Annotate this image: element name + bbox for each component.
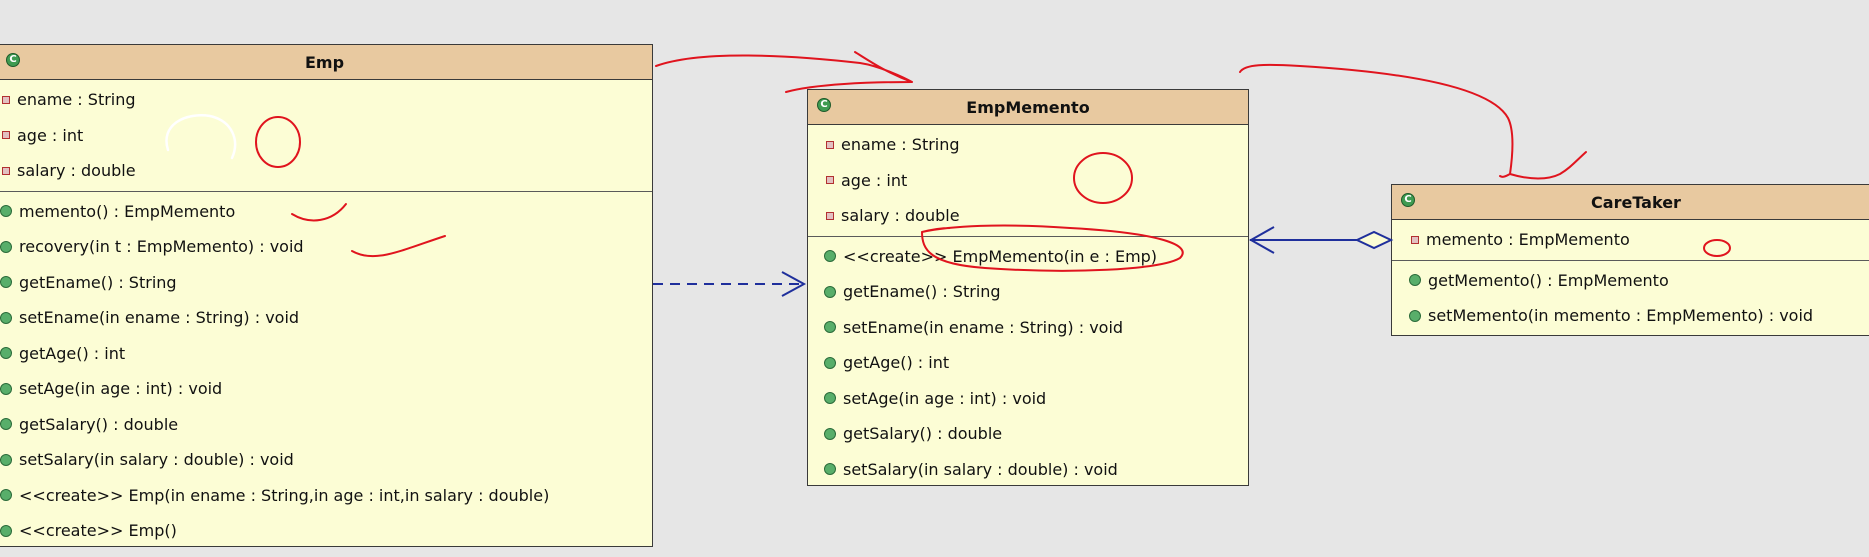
public-method-icon <box>1409 274 1421 287</box>
public-method-icon <box>824 392 836 405</box>
class-icon: C <box>6 53 20 67</box>
empmemento-class-header: C EmpMemento <box>808 90 1248 125</box>
public-method-icon <box>0 382 12 395</box>
empmemento-field-salary: salary : double <box>826 198 1248 234</box>
public-method-icon <box>824 321 836 334</box>
caretaker-methods: getMemento() : EmpMemento setMemento(in … <box>1392 261 1869 336</box>
emp-class-header: C Emp <box>0 45 652 80</box>
public-method-icon <box>824 285 836 298</box>
annotation-arrow-memento-to-caretaker <box>1239 63 1587 180</box>
emp-field-ename: ename : String <box>2 82 652 118</box>
caretaker-method-setmemento: setMemento(in memento : EmpMemento) : vo… <box>1409 298 1869 334</box>
private-field-icon <box>826 211 834 220</box>
public-method-icon <box>824 250 836 263</box>
empmemento-methods: <<create>> EmpMemento(in e : Emp) getEna… <box>808 237 1248 490</box>
caretaker-field-memento: memento : EmpMemento <box>1411 222 1869 258</box>
empmemento-method-getename: getEname() : String <box>824 274 1248 310</box>
public-method-icon <box>0 311 12 324</box>
empmemento-method-setage: setAge(in age : int) : void <box>824 381 1248 417</box>
emp-constructor-full: <<create>> Emp(in ename : String,in age … <box>0 478 652 514</box>
private-field-icon <box>826 176 834 185</box>
emp-method-recovery: recovery(in t : EmpMemento) : void <box>0 229 652 265</box>
public-method-icon <box>0 276 12 289</box>
private-field-icon <box>1411 235 1419 244</box>
class-icon: C <box>1401 193 1415 207</box>
private-field-icon <box>2 131 10 140</box>
dependency-arrow <box>653 271 807 297</box>
public-method-icon <box>0 205 12 218</box>
empmemento-constructor: <<create>> EmpMemento(in e : Emp) <box>824 239 1248 275</box>
public-method-icon <box>1409 309 1421 322</box>
empmemento-method-setename: setEname(in ename : String) : void <box>824 310 1248 346</box>
empmemento-method-setsalary: setSalary(in salary : double) : void <box>824 452 1248 488</box>
public-method-icon <box>824 427 836 440</box>
public-method-icon <box>824 356 836 369</box>
public-method-icon <box>824 463 836 476</box>
private-field-icon <box>2 166 10 175</box>
private-field-icon <box>826 140 834 149</box>
public-method-icon <box>0 453 12 466</box>
annotation-arrow-emp-to-memento <box>655 51 913 93</box>
emp-method-setename: setEname(in ename : String) : void <box>0 300 652 336</box>
public-method-icon <box>0 240 12 253</box>
empmemento-class[interactable]: C EmpMemento ename : String age : int sa… <box>807 89 1249 486</box>
caretaker-class-name: CareTaker <box>1591 192 1681 212</box>
emp-method-getage: getAge() : int <box>0 336 652 372</box>
emp-methods: memento() : EmpMemento recovery(in t : E… <box>0 192 652 551</box>
emp-method-setage: setAge(in age : int) : void <box>0 371 652 407</box>
public-method-icon <box>0 489 12 502</box>
caretaker-class-header: C CareTaker <box>1392 185 1869 220</box>
emp-constructor-default: <<create>> Emp() <box>0 513 652 549</box>
empmemento-field-ename: ename : String <box>826 127 1248 163</box>
emp-method-getsalary: getSalary() : double <box>0 407 652 443</box>
emp-method-setsalary: setSalary(in salary : double) : void <box>0 442 652 478</box>
aggregation-connector <box>1248 226 1394 254</box>
private-field-icon <box>2 95 10 104</box>
caretaker-method-getmemento: getMemento() : EmpMemento <box>1409 263 1869 299</box>
empmemento-method-getage: getAge() : int <box>824 345 1248 381</box>
caretaker-fields: memento : EmpMemento <box>1392 220 1869 261</box>
class-icon: C <box>817 98 831 112</box>
emp-field-age: age : int <box>2 118 652 154</box>
empmemento-fields: ename : String age : int salary : double <box>808 125 1248 237</box>
empmemento-class-name: EmpMemento <box>966 97 1090 117</box>
emp-field-salary: salary : double <box>2 153 652 189</box>
emp-method-getename: getEname() : String <box>0 265 652 301</box>
emp-fields: ename : String age : int salary : double <box>0 80 652 192</box>
public-method-icon <box>0 347 12 360</box>
empmemento-field-age: age : int <box>826 163 1248 199</box>
caretaker-class[interactable]: C CareTaker memento : EmpMemento getMeme… <box>1391 184 1869 336</box>
public-method-icon <box>0 524 12 537</box>
emp-class-name: Emp <box>304 52 345 72</box>
emp-method-memento: memento() : EmpMemento <box>0 194 652 230</box>
public-method-icon <box>0 418 12 431</box>
emp-class[interactable]: C Emp ename : String age : int salary : … <box>0 44 653 547</box>
empmemento-method-getsalary: getSalary() : double <box>824 416 1248 452</box>
